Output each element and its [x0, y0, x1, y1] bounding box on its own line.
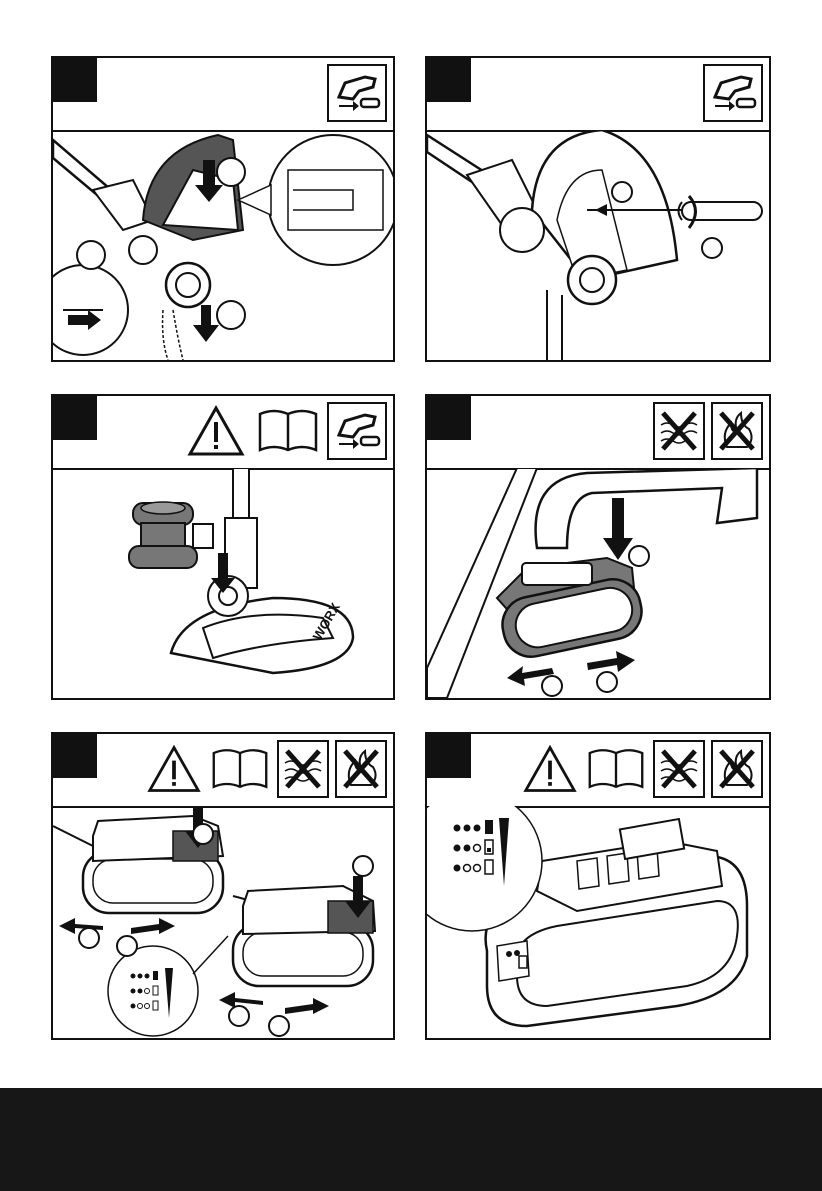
no-water-icon — [277, 740, 329, 798]
panel-6-illustration — [427, 806, 769, 1038]
no-water-icon — [653, 402, 705, 460]
read-manual-icon — [255, 402, 321, 460]
step-number-block — [53, 396, 97, 440]
panel-5-illustration — [53, 806, 393, 1038]
panel-5 — [51, 732, 395, 1040]
panel-2-header — [427, 58, 769, 132]
remove-battery-icon — [327, 64, 387, 122]
panel-4-illustration — [427, 468, 769, 698]
panel-5-header — [53, 734, 393, 808]
remove-battery-icon — [327, 402, 387, 460]
remove-battery-icon — [703, 64, 763, 122]
read-manual-icon — [585, 740, 647, 798]
warning-icon — [521, 740, 579, 798]
panel-4-header — [427, 396, 769, 470]
panel-3: WORX — [51, 394, 395, 700]
panel-1-illustration — [53, 130, 393, 360]
no-fire-icon — [711, 740, 763, 798]
read-manual-icon — [209, 740, 271, 798]
panel-1-header — [53, 58, 393, 132]
warning-icon — [145, 740, 203, 798]
panel-4 — [425, 394, 771, 700]
step-number-block — [53, 734, 97, 778]
step-number-block — [427, 396, 471, 440]
panel-1 — [51, 56, 395, 362]
no-fire-icon — [335, 740, 387, 798]
panel-6 — [425, 732, 771, 1040]
panel-2 — [425, 56, 771, 362]
no-water-icon — [653, 740, 705, 798]
step-number-block — [427, 58, 471, 102]
footer-bar — [0, 1088, 822, 1191]
panel-3-header — [53, 396, 393, 470]
panel-6-header — [427, 734, 769, 808]
no-fire-icon — [711, 402, 763, 460]
panel-2-illustration — [427, 130, 769, 360]
step-number-block — [427, 734, 471, 778]
step-number-block — [53, 58, 97, 102]
warning-icon — [183, 402, 249, 460]
panel-3-illustration: WORX — [53, 468, 393, 698]
